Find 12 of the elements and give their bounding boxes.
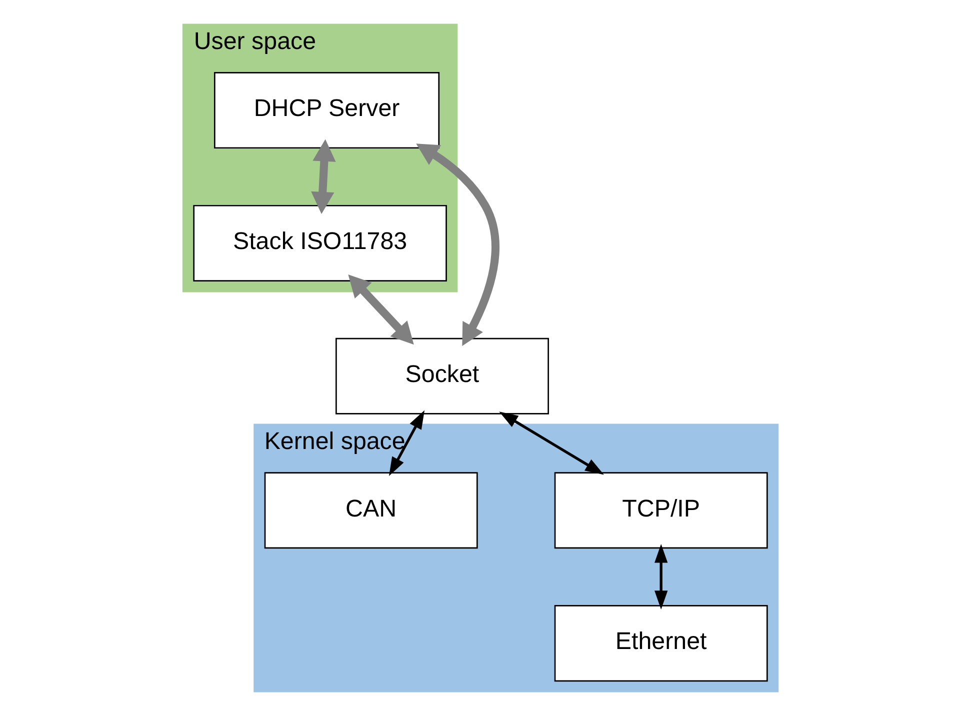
- arrow: [416, 144, 500, 346]
- arrow: [311, 139, 336, 214]
- node-box: CAN: [264, 472, 478, 549]
- node-box: TCP/IP: [554, 472, 768, 549]
- arrow: [499, 412, 604, 475]
- arrow: [388, 410, 425, 476]
- node-box: DHCP Server: [214, 72, 440, 149]
- node-box: Socket: [336, 338, 549, 414]
- arrow: [654, 544, 668, 610]
- arrow: [348, 274, 414, 345]
- node-box: Ethernet: [554, 605, 768, 682]
- node-box: Stack ISO11783: [193, 204, 447, 282]
